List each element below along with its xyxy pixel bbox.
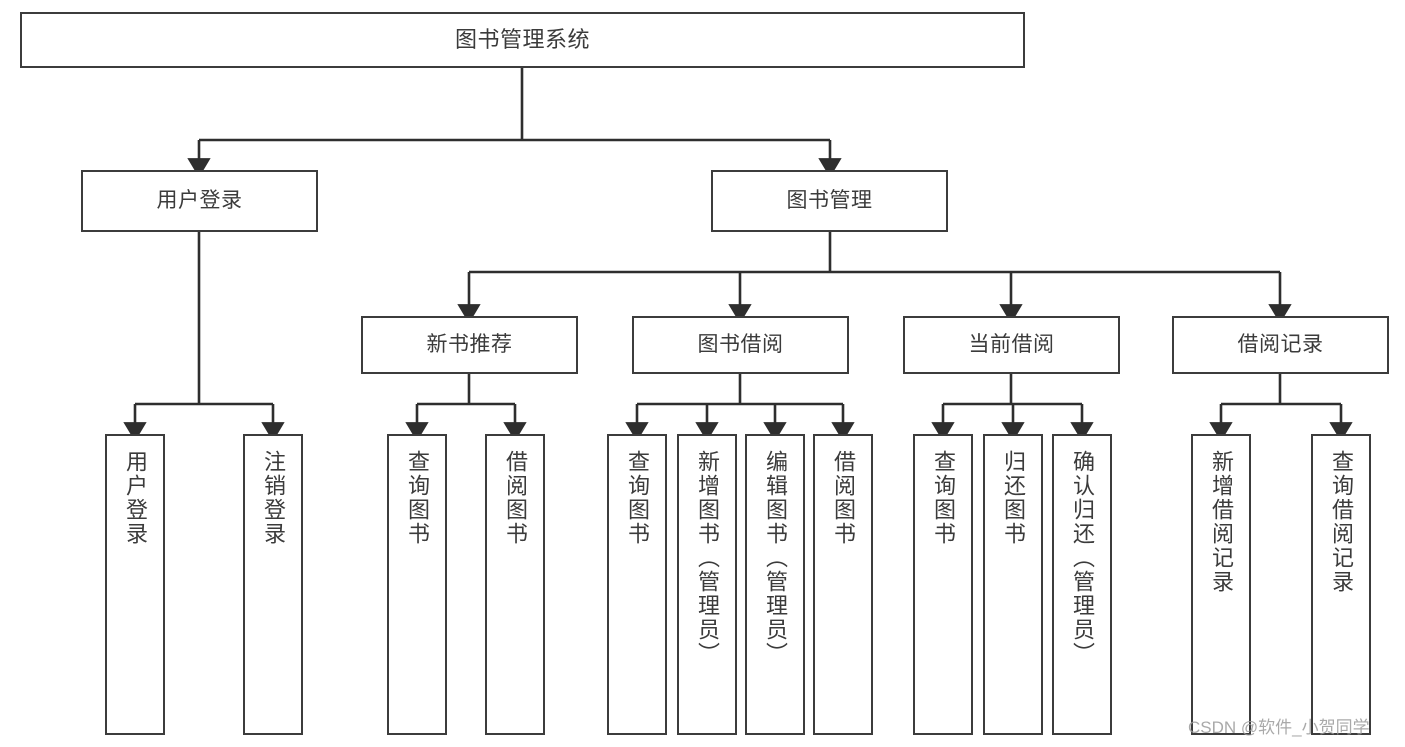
leaf-logout-label: 注销登录 (261, 450, 286, 546)
leaf-query-book-current-label: 查询图书 (931, 450, 956, 546)
node-current-borrow[interactable]: 当前借阅 (903, 316, 1120, 374)
leaf-query-book-borrow[interactable]: 查询图书 (607, 434, 667, 735)
leaf-logout[interactable]: 注销登录 (243, 434, 303, 735)
leaf-confirm-return-admin[interactable]: 确认归还（管理员） (1052, 434, 1112, 735)
node-new-book-recommend-label: 新书推荐 (426, 332, 513, 356)
csdn-watermark: CSDN @软件_小贺同学 (1188, 718, 1370, 737)
leaf-edit-book-admin[interactable]: 编辑图书（管理员） (745, 434, 805, 735)
node-current-borrow-label: 当前借阅 (968, 332, 1055, 356)
leaf-return-book[interactable]: 归还图书 (983, 434, 1043, 735)
leaf-add-book-admin-label: 新增图书（管理员） (695, 450, 720, 666)
leaf-query-book-borrow-label: 查询图书 (625, 450, 650, 546)
leaf-add-borrow-record-label: 新增借阅记录 (1209, 450, 1234, 594)
leaf-return-book-label: 归还图书 (1001, 450, 1026, 546)
node-borrow-records[interactable]: 借阅记录 (1172, 316, 1389, 374)
node-book-management[interactable]: 图书管理 (711, 170, 948, 232)
node-borrow-records-label: 借阅记录 (1237, 332, 1324, 356)
leaf-borrow-book-label: 借阅图书 (831, 450, 856, 546)
leaf-add-borrow-record[interactable]: 新增借阅记录 (1191, 434, 1251, 735)
leaf-query-book-newbook-label: 查询图书 (405, 450, 430, 546)
node-book-borrow[interactable]: 图书借阅 (632, 316, 849, 374)
leaf-query-borrow-record-label: 查询借阅记录 (1329, 450, 1354, 594)
leaf-edit-book-admin-label: 编辑图书（管理员） (763, 450, 788, 666)
node-user-login-label: 用户登录 (156, 188, 243, 212)
node-root[interactable]: 图书管理系统 (20, 12, 1025, 68)
leaf-user-login-label: 用户登录 (123, 450, 148, 546)
leaf-borrow-book-newbook[interactable]: 借阅图书 (485, 434, 545, 735)
node-user-login[interactable]: 用户登录 (81, 170, 318, 232)
leaf-query-book-newbook[interactable]: 查询图书 (387, 434, 447, 735)
leaf-borrow-book-newbook-label: 借阅图书 (503, 450, 528, 546)
leaf-add-book-admin[interactable]: 新增图书（管理员） (677, 434, 737, 735)
node-book-borrow-label: 图书借阅 (697, 332, 784, 356)
node-new-book-recommend[interactable]: 新书推荐 (361, 316, 578, 374)
node-book-management-label: 图书管理 (786, 188, 873, 212)
node-root-label: 图书管理系统 (454, 27, 590, 53)
leaf-query-book-current[interactable]: 查询图书 (913, 434, 973, 735)
leaf-user-login[interactable]: 用户登录 (105, 434, 165, 735)
leaf-confirm-return-admin-label: 确认归还（管理员） (1070, 450, 1095, 666)
leaf-borrow-book[interactable]: 借阅图书 (813, 434, 873, 735)
leaf-query-borrow-record[interactable]: 查询借阅记录 (1311, 434, 1371, 735)
